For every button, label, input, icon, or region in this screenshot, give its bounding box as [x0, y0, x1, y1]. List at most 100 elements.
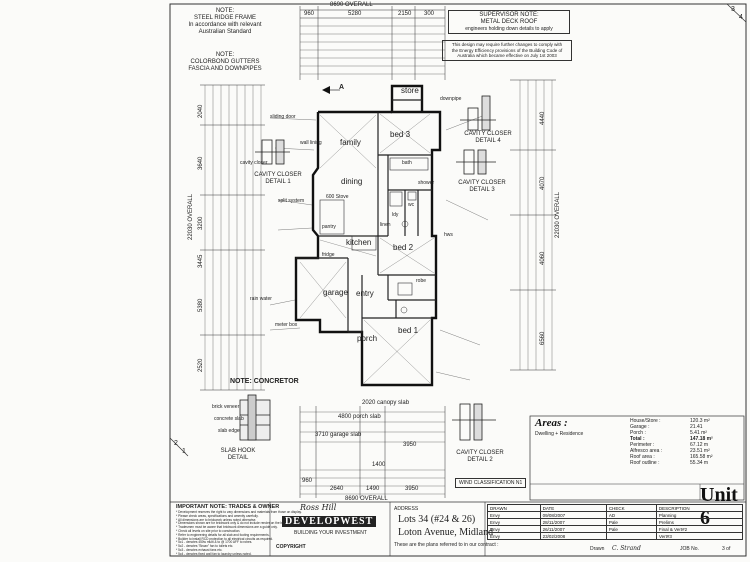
label-downpipe: downpipe	[440, 96, 462, 102]
drawn-value: C. Strand	[612, 545, 641, 552]
label-cavity-closer: cavity closer	[240, 160, 268, 166]
dim-right-4060: 4060	[540, 251, 546, 265]
revision-row: Envy 23/02/2008 Vert#3	[487, 532, 744, 540]
areas-row-label: Perimeter :	[630, 442, 655, 448]
revision-cell: 26/11/2007	[539, 525, 607, 533]
label-pantry: pantry	[322, 224, 336, 230]
room-bed3: bed 3	[390, 130, 411, 139]
steel-frame-note-line3: In accordance with relevant	[188, 22, 262, 28]
energy-note-line2: the Energy Efficiency provisions of the …	[451, 47, 563, 53]
label-fridge: fridge	[322, 252, 335, 258]
detail-cavity-3-line2: DETAIL 3	[469, 187, 495, 193]
revision-cell	[605, 532, 657, 540]
sheet-marker-2: 2	[174, 440, 178, 447]
revision-cell: Prelims	[655, 518, 744, 526]
areas-row-label: Roof outline :	[630, 460, 660, 466]
areas-row-label: Porch :	[630, 430, 646, 436]
dim-left-3445: 3445	[198, 254, 204, 268]
section-marker-a: A	[339, 84, 345, 91]
detail-cavity-4-line1: CAVITY CLOSER	[464, 131, 512, 137]
important-note-line: * All dimensions are to brickwork unless…	[176, 517, 257, 522]
areas-row-value: 21.41	[690, 424, 703, 430]
revision-header-cell: DESCRIPTION	[655, 504, 744, 512]
supervisor-note: SUPERVISOR NOTE: METAL DECK ROOF enginee…	[448, 10, 570, 34]
revision-cell: Envy	[487, 532, 541, 540]
steel-frame-note-line2: STEEL RIDGE FRAME	[193, 15, 257, 21]
dim-left-overall: 22030 OVERALL	[188, 193, 194, 240]
dim-bottom-960: 960	[302, 478, 313, 484]
label-slab-edge: slab edge	[218, 428, 240, 434]
important-note-line: * Development reserves the right to vary…	[176, 510, 302, 514]
label-linen: linen	[380, 222, 391, 228]
areas-row-value: 67.12 m	[690, 442, 709, 448]
job-label: JOB No.	[680, 546, 699, 552]
important-note-line: * Tradesmen must be aware that brickwork…	[176, 525, 278, 530]
dim-left-3640: 3640	[198, 156, 204, 170]
areas-row-value: 120.3 m²	[690, 418, 710, 424]
important-note-title: IMPORTANT NOTE: TRADES & OWNER	[176, 504, 280, 510]
gutters-note-line2: COLORBOND GUTTERS	[190, 59, 260, 65]
revision-header-cell: CHECK	[605, 504, 657, 512]
revision-cell: Vert#3	[655, 532, 744, 540]
room-garage: garage	[323, 288, 348, 297]
room-entry: entry	[356, 289, 374, 298]
revision-cell: Planning	[655, 511, 744, 519]
label-hws: hws	[444, 232, 453, 238]
areas-subtitle: Dwelling + Residence	[535, 431, 584, 437]
detail-slab-hook-line1: SLAB HOOK	[220, 448, 256, 454]
dim-right-4440: 4440	[540, 111, 546, 125]
room-dining: dining	[341, 177, 363, 186]
areas-row-value: 165.58 m²	[690, 454, 713, 460]
supervisor-note-line1: SUPERVISOR NOTE:	[479, 12, 539, 18]
label-concrete-slab: concrete slab	[214, 416, 244, 422]
project-street: Loton Avenue, Midland	[398, 527, 494, 538]
areas-row-label: Garage :	[630, 424, 650, 430]
revision-row: Envy 26/11/2007 Pale Final & Vert#2	[487, 525, 744, 533]
areas-row: Garage : 21.41	[630, 424, 742, 430]
dim-left-2040: 2040	[198, 104, 204, 118]
room-kitchen: kitchen	[346, 238, 372, 247]
steel-frame-note-line4: Australian Standard	[198, 29, 252, 35]
important-note-line: * Builder to install RCD protection to a…	[176, 536, 273, 541]
areas-row-value: 23.51 m²	[690, 448, 710, 454]
detail-cavity-2-line2: DETAIL 2	[467, 457, 493, 463]
revision-table: DRAWN DATE CHECK DESCRIPTION Envy 09/08/…	[487, 504, 744, 540]
areas-row-label: Alfresco area :	[630, 448, 663, 454]
dim-left-5380: 5380	[198, 298, 204, 312]
areas-row: Porch : 5.41 m²	[630, 430, 742, 436]
important-note-line: * Refer to engineering details for all s…	[176, 532, 270, 537]
label-robe: robe	[416, 278, 427, 284]
revision-cell: Pale	[605, 518, 657, 526]
detail-slab-hook-line2: DETAIL	[227, 455, 249, 461]
plans-note: These are the plans referred to in our c…	[394, 542, 499, 548]
company-logo: DEVELOPWEST	[282, 516, 377, 527]
project-lots: Lots 34 (#24 & 26)	[398, 514, 476, 525]
dim-bottom-1490: 1490	[366, 486, 380, 492]
gutters-note-line3: FASCIA AND DOWNPIPES	[188, 66, 262, 72]
detail-cavity-3-line1: CAVITY CLOSER	[458, 180, 506, 186]
areas-title: Areas :	[535, 417, 568, 429]
steel-frame-note-line1: NOTE:	[215, 8, 235, 14]
revision-cell: Envy	[487, 511, 541, 519]
label-wc: wc	[408, 202, 415, 208]
dim-right-4070: 4070	[540, 176, 546, 190]
dim-right-6560: 6560	[540, 331, 546, 345]
sheet-label: 3 of	[722, 546, 731, 552]
areas-row: Total : 147.18 m²	[630, 436, 742, 442]
areas-row: House/Store : 120.3 m²	[630, 418, 742, 424]
revision-cell: 23/02/2008	[539, 532, 607, 540]
label-brick-veneer: brick veneer	[212, 404, 240, 410]
dim-bottom-3950: 3950	[405, 486, 419, 492]
areas-row-value: 55.34 m	[690, 460, 709, 466]
important-note-line: * Check all levels on site prior to cons…	[176, 528, 241, 533]
gutters-note-line1: NOTE:	[215, 52, 235, 58]
important-note-line: * 5c1 - denotes 450w multi & to @ 1700 A…	[176, 540, 253, 545]
supervisor-note-line3: engineers holding down details to apply	[465, 26, 553, 32]
detail-cavity-1-line1: CAVITY CLOSER	[254, 172, 302, 178]
label-rain-water: rain water	[250, 296, 272, 302]
signature: Ross Hill	[300, 503, 337, 512]
revision-header-cell: DRAWN	[487, 504, 541, 512]
revision-cell: 28/11/2007	[539, 518, 607, 526]
supervisor-note-line2: METAL DECK ROOF	[480, 19, 538, 25]
